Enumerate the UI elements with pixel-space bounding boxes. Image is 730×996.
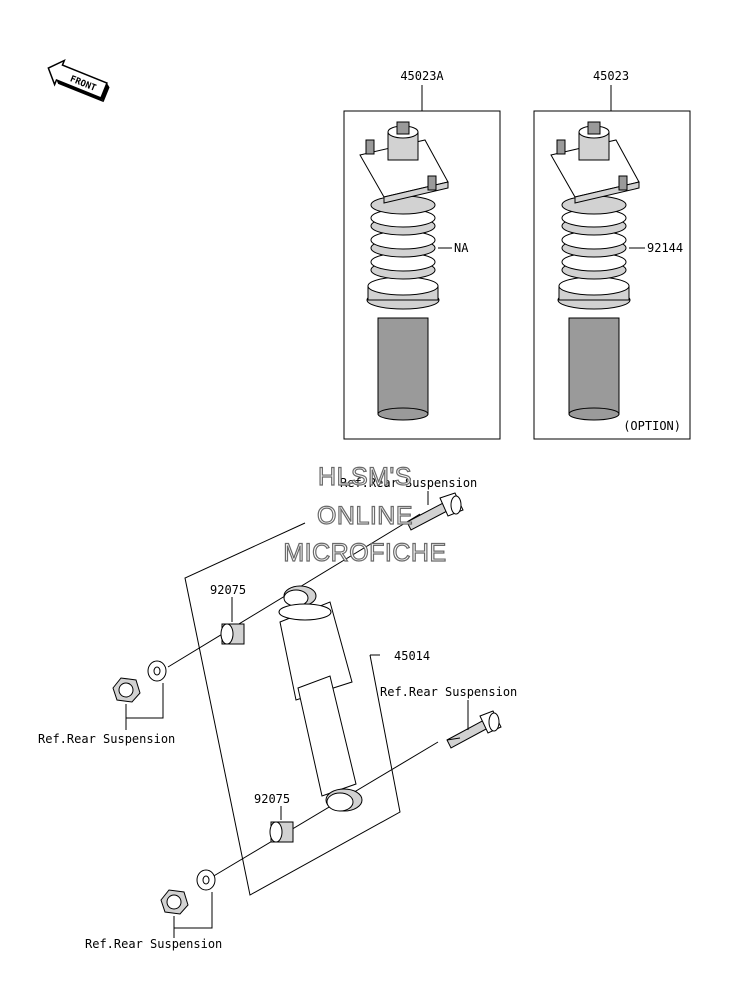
label-ref-mid-bolt: Ref.Rear Suspension bbox=[380, 685, 517, 699]
label-ref-top-nut: Ref.Rear Suspension bbox=[38, 732, 175, 746]
watermark-line-1: HLSM'S bbox=[318, 463, 412, 491]
spring-a-icon bbox=[366, 195, 440, 310]
shock-exploded: 45014 Ref.Rear Suspension 92075 bbox=[38, 476, 517, 951]
label-ref-bottom-nut: Ref.Rear Suspension bbox=[85, 937, 222, 951]
lower-bolt-icon bbox=[446, 710, 502, 749]
label-ref-top-bolt: Ref.Rear Suspension bbox=[340, 476, 477, 490]
label-92075-bottom: 92075 bbox=[254, 792, 290, 806]
label-option: (OPTION) bbox=[623, 419, 681, 433]
bushing-upper-icon bbox=[220, 623, 245, 645]
label-45023a: 45023A bbox=[400, 69, 444, 83]
washer-upper-icon bbox=[147, 660, 167, 682]
assembly-b-box bbox=[533, 110, 691, 440]
label-na: NA bbox=[454, 241, 469, 255]
shock-assembly-a: 45023A NA bbox=[343, 69, 501, 440]
front-arrow-icon: FRONT bbox=[47, 58, 110, 103]
shock-assembly-b: 45023 92144 (OPTION) bbox=[533, 69, 691, 440]
nut-upper-icon bbox=[112, 677, 141, 703]
watermark-line-3: MICROFICHE bbox=[283, 539, 446, 567]
top-bolt-icon bbox=[406, 492, 464, 531]
label-92144: 92144 bbox=[647, 241, 683, 255]
spring-b-icon bbox=[557, 195, 631, 310]
watermark-line-2: ONLINE bbox=[317, 502, 413, 530]
label-92075-top: 92075 bbox=[210, 583, 246, 597]
bushing-lower-icon bbox=[269, 821, 294, 843]
nut-lower-icon bbox=[160, 889, 189, 915]
watermark: HLSM'S ONLINE MICROFICHE bbox=[283, 462, 447, 567]
label-45014: 45014 bbox=[394, 649, 430, 663]
washer-lower-icon bbox=[196, 869, 216, 891]
label-45023: 45023 bbox=[593, 69, 629, 83]
